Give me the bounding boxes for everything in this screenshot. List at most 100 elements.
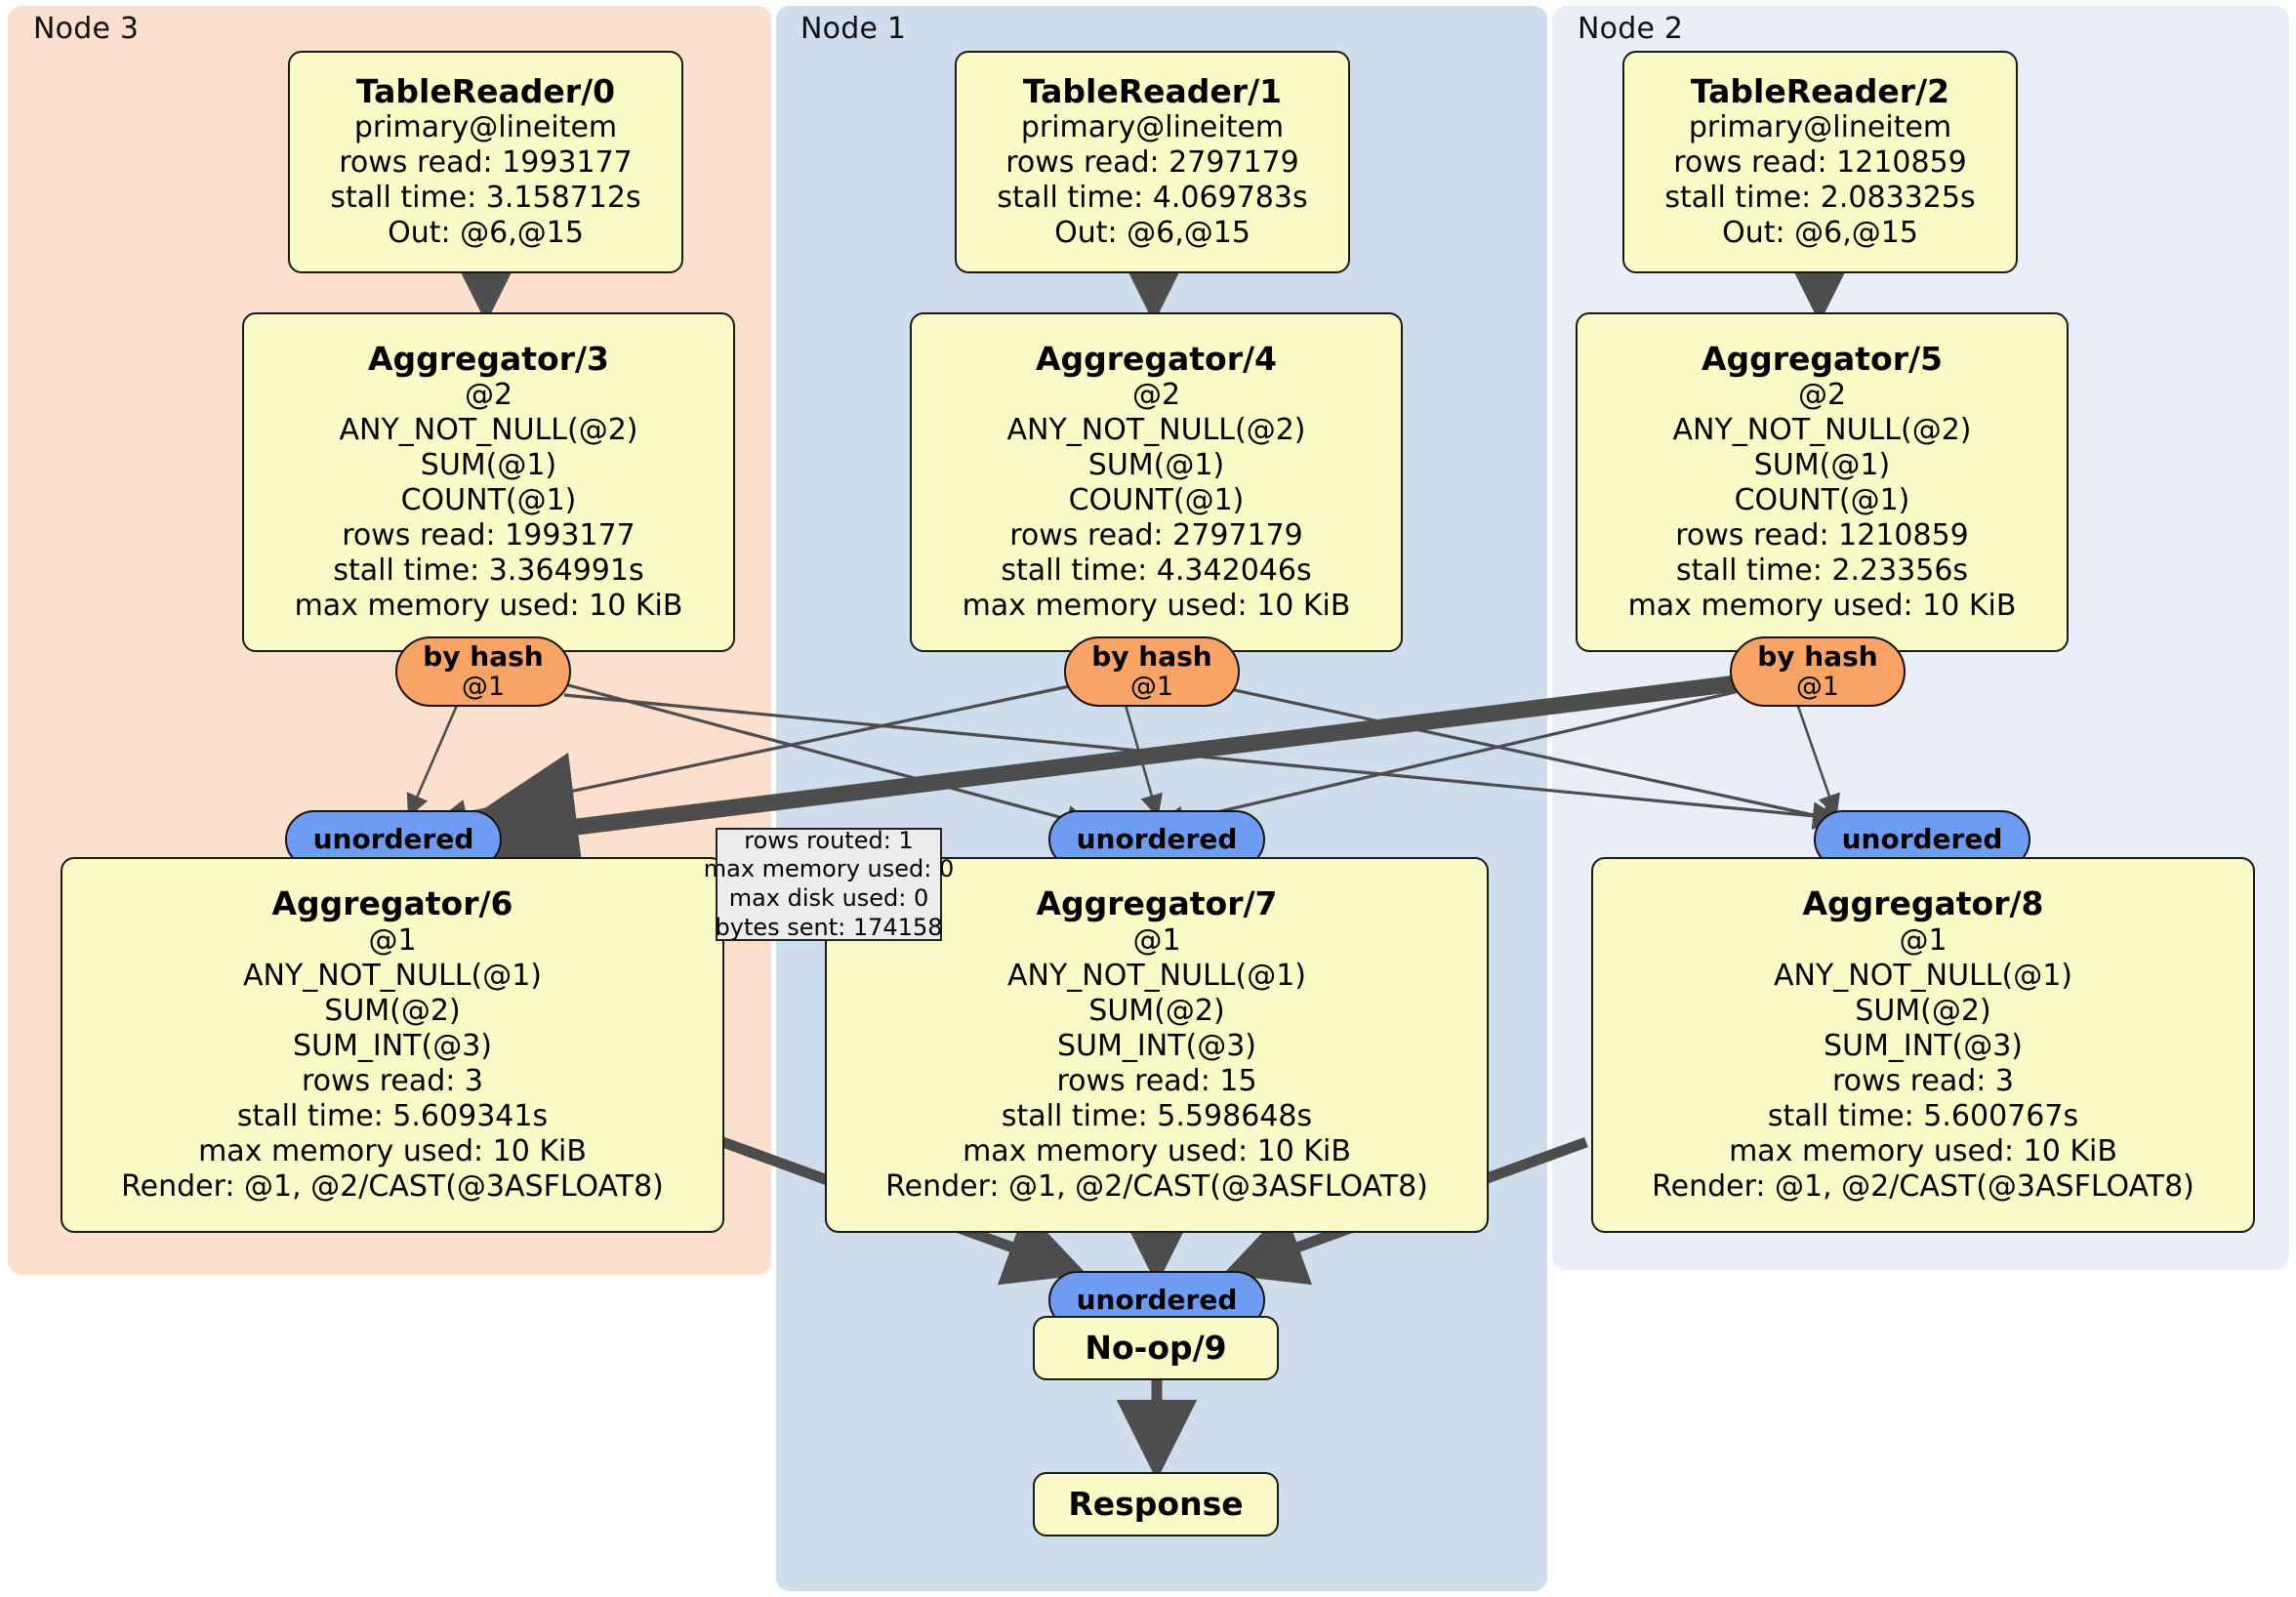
node-line: COUNT(@1): [1068, 483, 1245, 518]
node-line: ANY_NOT_NULL(@2): [1006, 413, 1306, 448]
table-reader-0[interactable]: TableReader/0 primary@lineitem rows read…: [288, 51, 683, 273]
node-line: rows read: 1210859: [1673, 145, 1967, 181]
node-line: stall time: 3.158712s: [330, 181, 641, 216]
node-line: @2: [464, 378, 513, 413]
node-title: Aggregator/3: [367, 339, 610, 378]
node-title: TableReader/1: [1022, 71, 1283, 110]
node-line: SUM_INT(@3): [1824, 1028, 2023, 1063]
node-line: max memory used: 10 KiB: [1729, 1133, 2117, 1168]
aggregator-7[interactable]: Aggregator/7 @1 ANY_NOT_NULL(@1) SUM(@2)…: [825, 857, 1489, 1233]
table-reader-1[interactable]: TableReader/1 primary@lineitem rows read…: [955, 51, 1350, 273]
badge-sub: @1: [1129, 671, 1174, 702]
badge-title: by hash: [423, 639, 544, 673]
node-line: rows read: 2797179: [1009, 518, 1303, 553]
node-line: SUM(@1): [420, 448, 557, 483]
node-line: @1: [1899, 922, 1948, 958]
node-line: Render: @1, @2/CAST(@3ASFLOAT8): [1652, 1168, 2194, 1204]
badge-sub: @1: [1795, 671, 1840, 702]
node-line: @2: [1797, 378, 1847, 413]
node-title: Aggregator/4: [1035, 339, 1278, 378]
node-line: SUM(@2): [1088, 993, 1225, 1028]
badge-title: by hash: [1757, 639, 1878, 673]
node-line: primary@lineitem: [1020, 110, 1285, 145]
badge-title: by hash: [1091, 639, 1212, 673]
node-line: primary@lineitem: [1688, 110, 1952, 145]
node-line: Out: @6,@15: [388, 216, 584, 251]
node-line: stall time: 5.598648s: [1001, 1098, 1313, 1133]
node-line: max memory used: 10 KiB: [1627, 589, 2017, 624]
by-hash-badge-5[interactable]: by hash @1: [1730, 636, 1906, 707]
badge-title: unordered: [312, 822, 474, 855]
aggregator-5[interactable]: Aggregator/5 @2 ANY_NOT_NULL(@2) SUM(@1)…: [1576, 312, 2069, 652]
node-line: Out: @6,@15: [1054, 216, 1250, 251]
cluster-label-node2: Node 2: [1578, 12, 1684, 46]
node-title: Response: [1068, 1484, 1244, 1523]
tooltip-line: max memory used: 0: [703, 855, 955, 883]
aggregator-4[interactable]: Aggregator/4 @2 ANY_NOT_NULL(@2) SUM(@1)…: [910, 312, 1403, 652]
node-line: SUM_INT(@3): [1057, 1028, 1256, 1063]
node-line: stall time: 5.600767s: [1767, 1098, 2079, 1133]
node-line: ANY_NOT_NULL(@2): [1672, 413, 1972, 448]
node-line: COUNT(@1): [400, 483, 577, 518]
node-line: max memory used: 10 KiB: [963, 1133, 1351, 1168]
node-title: TableReader/2: [1690, 71, 1950, 110]
no-op-9[interactable]: No-op/9: [1033, 1316, 1279, 1380]
tooltip-line: max disk used: 0: [728, 884, 929, 912]
by-hash-badge-3[interactable]: by hash @1: [395, 636, 571, 707]
response-node[interactable]: Response: [1033, 1472, 1279, 1536]
node-title: No-op/9: [1085, 1328, 1227, 1367]
node-line: rows read: 15: [1056, 1063, 1257, 1098]
node-line: Render: @1, @2/CAST(@3ASFLOAT8): [121, 1168, 664, 1204]
node-line: rows read: 1210859: [1675, 518, 1969, 553]
node-line: Out: @6,@15: [1722, 216, 1918, 251]
node-title: Aggregator/8: [1802, 884, 2044, 923]
cluster-label-node3: Node 3: [33, 12, 140, 46]
aggregator-8[interactable]: Aggregator/8 @1 ANY_NOT_NULL(@1) SUM(@2)…: [1591, 857, 2255, 1233]
node-line: stall time: 3.364991s: [333, 553, 644, 589]
badge-title: unordered: [1841, 822, 2003, 855]
unordered-badge-8[interactable]: unordered: [1814, 810, 2030, 869]
badge-sub: @1: [461, 671, 506, 702]
node-line: stall time: 2.083325s: [1664, 181, 1976, 216]
node-line: max memory used: 10 KiB: [294, 589, 683, 624]
node-line: rows read: 2797179: [1005, 145, 1299, 181]
node-line: @1: [1132, 922, 1181, 958]
badge-title: unordered: [1076, 822, 1238, 855]
node-line: ANY_NOT_NULL(@2): [339, 413, 638, 448]
node-line: SUM(@2): [1855, 993, 1991, 1028]
node-line: max memory used: 10 KiB: [962, 589, 1351, 624]
node-line: @2: [1131, 378, 1181, 413]
node-line: SUM(@1): [1753, 448, 1891, 483]
node-line: SUM(@1): [1087, 448, 1225, 483]
aggregator-6[interactable]: Aggregator/6 @1 ANY_NOT_NULL(@1) SUM(@2)…: [61, 857, 724, 1233]
node-line: ANY_NOT_NULL(@1): [1007, 958, 1306, 993]
node-line: rows read: 3: [301, 1063, 484, 1098]
node-title: TableReader/0: [355, 71, 616, 110]
node-line: stall time: 4.342046s: [1001, 553, 1312, 589]
node-line: COUNT(@1): [1734, 483, 1910, 518]
node-line: stall time: 4.069783s: [997, 181, 1308, 216]
node-title: Aggregator/6: [271, 884, 513, 923]
by-hash-badge-4[interactable]: by hash @1: [1064, 636, 1240, 707]
node-line: rows read: 1993177: [339, 145, 633, 181]
node-line: SUM(@2): [324, 993, 461, 1028]
node-title: Aggregator/5: [1701, 339, 1944, 378]
node-line: ANY_NOT_NULL(@1): [243, 958, 542, 993]
node-line: SUM_INT(@3): [293, 1028, 492, 1063]
node-line: @1: [368, 922, 417, 958]
tooltip-line: bytes sent: 174158: [715, 913, 943, 941]
node-title: Aggregator/7: [1036, 884, 1278, 923]
aggregator-3[interactable]: Aggregator/3 @2 ANY_NOT_NULL(@2) SUM(@1)…: [242, 312, 735, 652]
node-line: primary@lineitem: [353, 110, 618, 145]
table-reader-2[interactable]: TableReader/2 primary@lineitem rows read…: [1622, 51, 2018, 273]
node-line: rows read: 1993177: [342, 518, 636, 553]
node-line: ANY_NOT_NULL(@1): [1774, 958, 2072, 993]
node-line: rows read: 3: [1831, 1063, 2015, 1098]
node-line: Render: @1, @2/CAST(@3ASFLOAT8): [885, 1168, 1428, 1204]
tooltip-line: rows routed: 1: [744, 826, 914, 854]
edge-stats-tooltip: rows routed: 1 max memory used: 0 max di…: [704, 826, 954, 941]
cluster-label-node1: Node 1: [800, 12, 907, 46]
node-line: stall time: 5.609341s: [236, 1098, 549, 1133]
node-line: stall time: 2.23356s: [1675, 553, 1969, 589]
